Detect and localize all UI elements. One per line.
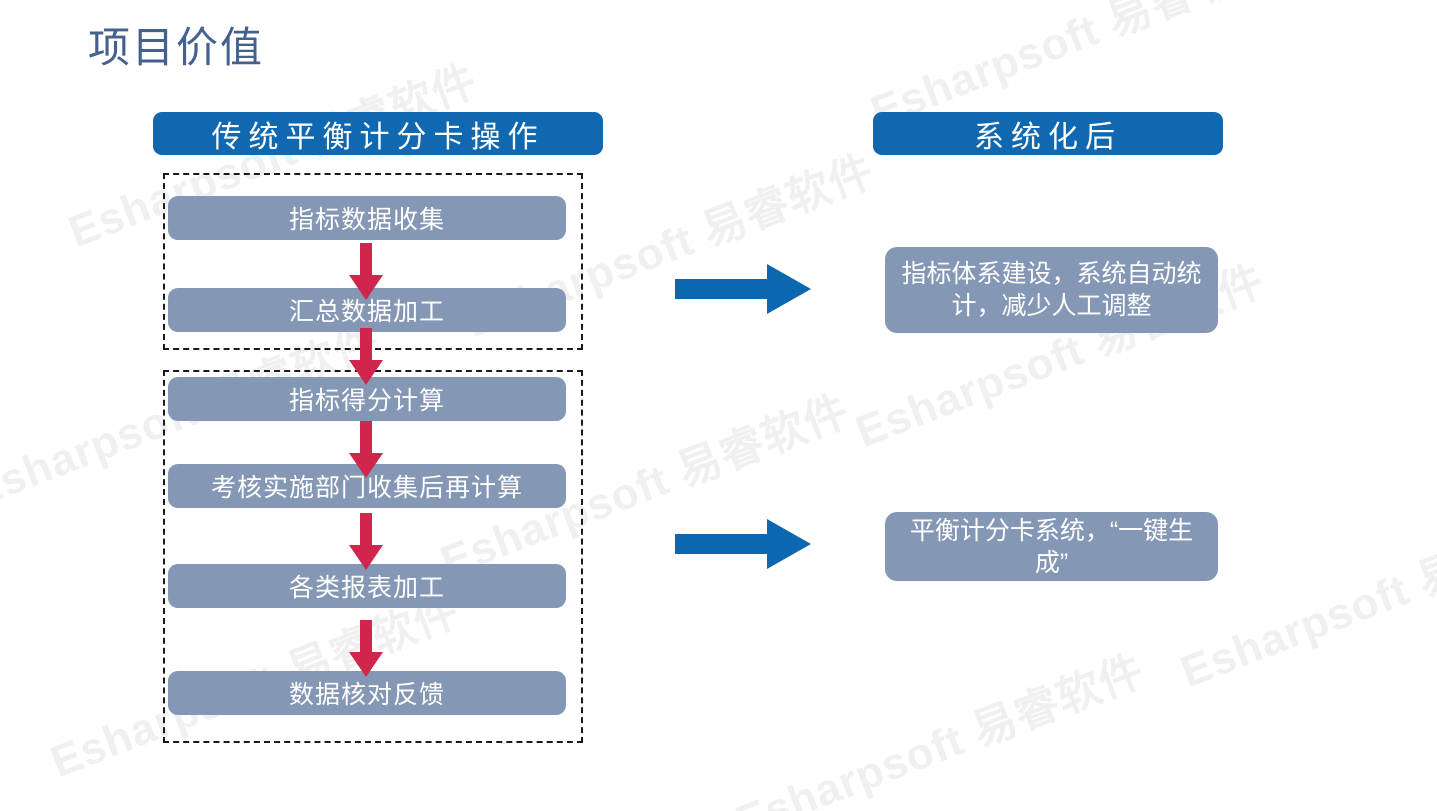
page-title: 项目价值: [88, 24, 265, 71]
banner-systemized: 系统化后: [873, 112, 1223, 155]
right-block-arrow-icon-top: [675, 264, 811, 314]
watermark: Esharpsoft 易睿软件: [729, 646, 1152, 811]
banner-traditional: 传统平衡计分卡操作: [153, 112, 603, 155]
dashed-group-collection: [163, 173, 583, 350]
down-arrow-icon: [345, 243, 387, 301]
right-block-arrow-icon-bottom: [675, 519, 811, 569]
result-box-1: 指标体系建设，系统自动统计，减少人工调整: [885, 247, 1218, 333]
process-box-3: 指标得分计算: [168, 377, 566, 421]
down-arrow-icon: [345, 328, 387, 386]
process-box-5: 各类报表加工: [168, 564, 566, 608]
process-box-1: 指标数据收集: [168, 196, 566, 240]
process-box-6: 数据核对反馈: [168, 671, 566, 715]
result-box-2: 平衡计分卡系统，“一键生成”: [885, 512, 1218, 581]
down-arrow-icon: [345, 620, 387, 678]
down-arrow-icon: [345, 513, 387, 571]
down-arrow-icon: [345, 421, 387, 479]
